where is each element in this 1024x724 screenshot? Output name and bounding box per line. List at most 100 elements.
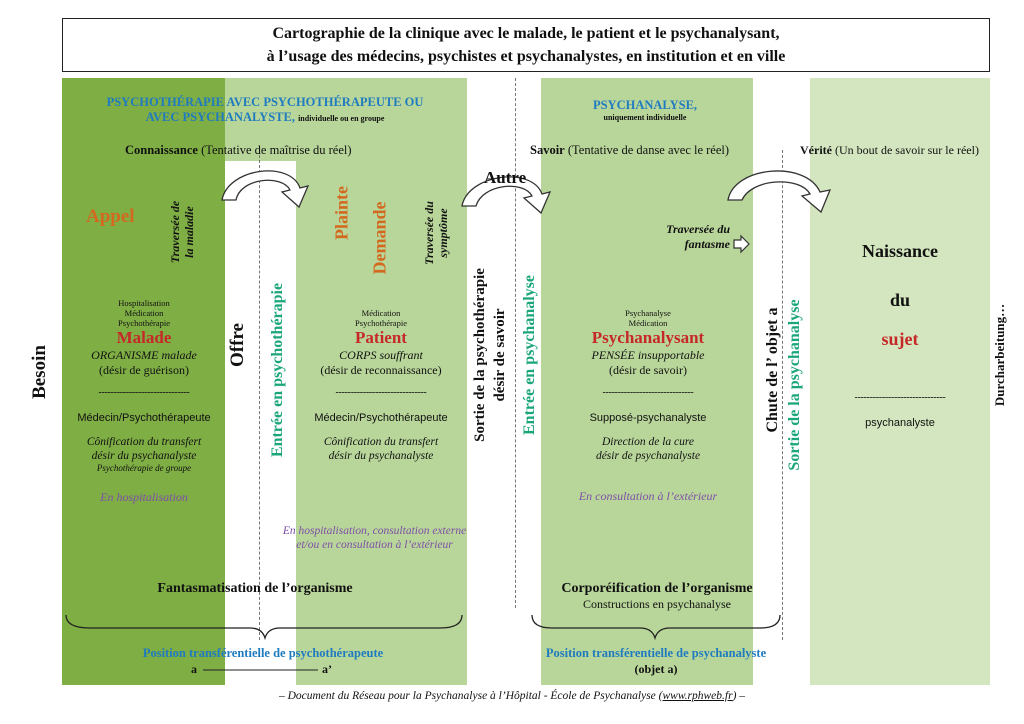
band-sujet [810,78,990,685]
traversee-symptome-line1: Traversée du [422,201,436,265]
sortie-psychotherapie-line2: désir de savoir [492,308,508,402]
malade-desir: (désir de guérison) [99,363,189,377]
sortie-psychanalyse-label: Sortie de la psychanalyse [786,299,803,471]
connaissance-label: Connaissance [125,143,198,157]
diagram-title: Cartographie de la clinique avec le mala… [62,18,990,72]
header-psychanalyse-title: PSYCHANALYSE, [592,98,698,112]
separator-offre [259,150,260,640]
psychanalysant-small-1: Psychanalyse [625,308,671,318]
malade-small-3: Psychothérapie [118,318,170,328]
objet-a-label: (objet a) [634,662,678,676]
footer-text: – Document du Réseau pour la Psychanalys… [278,690,663,702]
verite-label: Vérité [800,143,832,157]
entree-psychotherapie-label: Entrée en psychothérapie [269,282,286,458]
patient-lieu: En hospitalisation, consultation externe… [262,524,487,552]
connaissance-desc: (Tentative de maîtrise du réel) [201,143,352,157]
sujet-divider: ------------------------------ [854,392,946,403]
sortie-psychotherapie-line1: Sortie de la psychothérapie [472,268,488,442]
patient-small-2: Psychothérapie [355,318,407,328]
header-psychanalyse: PSYCHANALYSE, uniquement individuelle [545,98,745,122]
header-connaissance: Connaissance (Tentative de maîtrise du r… [125,143,352,158]
autre-label: Autre [484,168,527,187]
malade-transfert-1: Cônification du transfert [86,436,202,448]
header-psychotherapie: PSYCHOTHÉRAPIE AVEC PSYCHOTHÉRAPEUTE OU … [70,95,460,126]
col-sujet: Naissance du sujet ---------------------… [812,240,988,429]
psychanalysant-title: Psychanalysant [591,328,705,347]
footer: – Document du Réseau pour la Psychanalys… [0,690,1024,702]
corporeification-block: Corporéification de l’organisme Construc… [527,581,787,612]
savoir-label: Savoir [530,143,565,157]
besoin-label: Besoin [29,345,50,399]
patient-role: Médecin/Psychothérapeute [314,412,448,424]
patient-title: Patient [355,328,407,347]
header-psychotherapie-line2: AVEC PSYCHANALYSTE, [145,110,295,124]
arrow-chute-icon [727,170,832,214]
patient-divider: ------------------------------ [335,387,427,398]
traversee-maladie-label: Traversée de la maladie [168,201,196,264]
psychanalysant-lieu: En consultation à l’extérieur [578,489,718,503]
separator-sortie [515,78,516,608]
chute-objet-label: Chute de l’ objet a [764,307,781,433]
traversee-maladie-line2: la maladie [182,206,196,258]
psychanalysant-cure-2: désir de psychanalyste [595,450,701,462]
arrow-fantasme-icon [733,234,750,254]
malade-transfert-3: Psychothérapie de groupe [96,463,192,473]
patient-small-1: Médication [361,308,401,318]
malade-small-1: Hospitalisation [118,298,170,308]
psychanalysant-divider: ------------------------------ [602,387,694,398]
title-line-2: à l’usage des médecins, psychistes et ps… [266,48,786,65]
arrow-offre-icon [221,170,310,209]
header-psychanalyse-small: uniquement individuelle [603,113,687,122]
malade-role: Médecin/Psychothérapeute [77,412,211,424]
traversee-fantasme-line1: Traversée du [666,222,730,236]
traversee-maladie-line1: Traversée de [168,200,182,264]
malade-lieu: En hospitalisation [100,490,188,504]
entree-psychanalyse-label: Entrée en psychanalyse [521,275,538,435]
a-left-label: a [191,662,197,676]
durcharbeitung-label: Durcharbeitung… [992,303,1007,407]
psychanalysant-desir: (désir de savoir) [609,363,687,377]
arrow-autre-icon [461,176,552,215]
constructions-label: Constructions en psychanalyse [583,597,731,611]
a-right-label: a’ [322,662,332,676]
fantasmatisation-label: Fantasmatisation de l’organisme [157,581,353,596]
psychanalysant-sub: PENSÉE insupportable [591,348,705,362]
footer-link[interactable]: www.rphweb.fr [662,690,733,702]
patient-lieu-2: et/ou en consultation à l’extérieur [296,539,453,551]
traversee-symptome-line2: symptôme [436,208,450,258]
offre-label: Offre [227,323,248,367]
band-psychanalysant [541,78,753,685]
malade-divider: ------------------------------ [98,387,190,398]
sujet-label: sujet [881,329,919,349]
position-psychotherapeute: Position transférentielle de psychothéra… [142,646,384,660]
sortie-psychotherapie-label: Sortie de la psychothérapie désir de sav… [470,268,510,442]
corporeification-label: Corporéification de l’organisme [561,581,753,596]
position-psychanalyste-block: Position transférentielle de psychanalys… [515,646,797,677]
traversee-symptome-label: Traversée du symptôme [422,201,450,265]
malade-transfert-2: désir du psychanalyste [91,450,197,462]
brace-psychotherapie-icon [65,614,463,641]
verite-desc: (Un bout de savoir sur le réel) [834,143,979,157]
patient-desir: (désir de reconnaissance) [320,363,442,377]
position-psychanalyste: Position transférentielle de psychanalys… [545,646,767,660]
header-psychotherapie-small: individuelle ou en groupe [298,114,385,123]
sujet-role: psychanalyste [865,417,935,429]
psychanalysant-cure-1: Direction de la cure [601,436,695,448]
patient-transfert-2: désir du psychanalyste [328,450,434,462]
header-savoir: Savoir (Tentative de danse avec le réel) [530,143,729,158]
traversee-fantasme-line2: fantasme [684,237,730,251]
savoir-desc: (Tentative de danse avec le réel) [567,143,730,157]
col-malade: Hospitalisation Médication Psychothérapi… [64,298,224,505]
psychanalysant-role: Supposé-psychanalyste [589,412,707,424]
col-patient: Médication Psychothérapie Patient CORPS … [296,308,466,463]
band-malade [62,78,225,685]
naissance-label: Naissance [862,241,938,261]
patient-transfert-1: Cônification du transfert [323,436,439,448]
patient-sub: CORPS souffrant [339,348,423,362]
malade-sub: ORGANISME malade [91,348,197,362]
traversee-fantasme-label: Traversée du fantasme [630,222,730,252]
du-label: du [889,290,911,310]
header-psychotherapie-line1: PSYCHOTHÉRAPIE AVEC PSYCHOTHÉRAPEUTE OU [106,95,424,109]
band-patient [296,78,467,685]
